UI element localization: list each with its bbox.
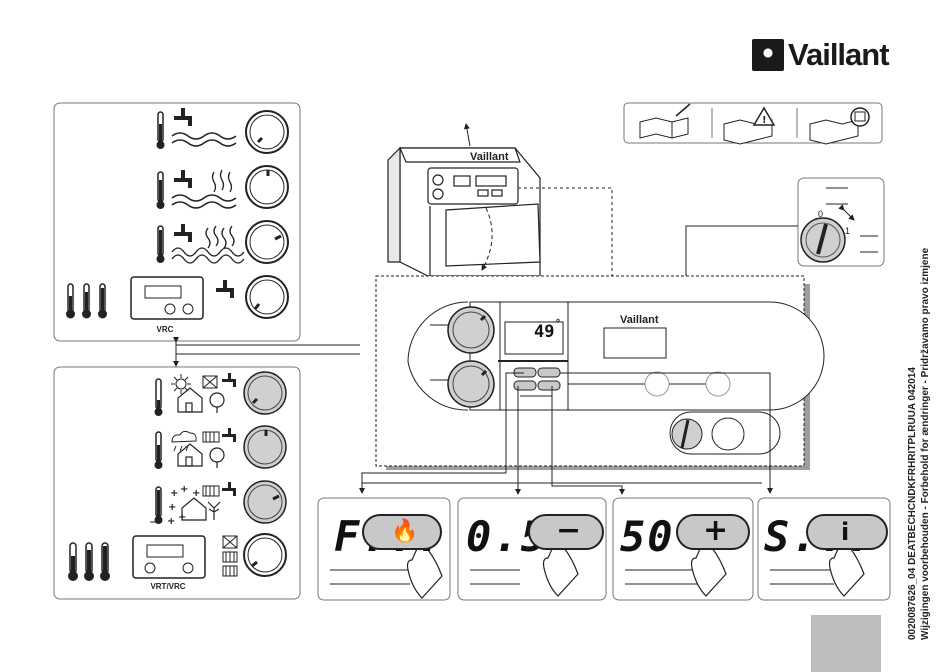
vrc-controller-icon [131,277,203,319]
step3-lcd: 50 [620,512,675,561]
heating-knob-4 [244,534,286,576]
svg-text:+: + [170,488,178,499]
manual-icons-strip: ! [624,103,882,144]
dhw-knob-3 [246,221,288,263]
top-panel-caption: VRC [150,325,180,334]
control-panel-brand: Vaillant [620,314,659,326]
step3-plus-button[interactable]: + [676,514,750,550]
step1-button[interactable]: 🔥 [362,514,442,550]
svg-text:+: + [167,516,175,527]
switch-on-label: 1 [845,226,850,236]
minus-icon: − [556,516,581,546]
button-minus [514,381,536,390]
main-switch-panel [798,178,884,266]
info-icon: i [841,517,849,547]
svg-text:+: + [192,488,200,499]
vrc-controller-icon [133,536,205,578]
bottom-panel-caption: VRT/VRC [136,582,200,591]
flame-icon: 🔥 [391,517,418,547]
svg-text:!: ! [762,115,767,126]
svg-text:+: + [180,484,188,495]
button-plus [538,381,560,390]
switch-off-label: 0 [818,209,823,219]
plus-icon: + [703,516,728,546]
lcd-temperature: 49 [534,322,554,342]
svg-text:+: + [168,502,176,513]
dhw-knob-4 [246,276,288,318]
controller-screen [604,328,666,358]
step2-minus-button[interactable]: − [528,514,604,550]
step4-info-button[interactable]: i [806,514,888,550]
lcd-unit: ° [555,318,561,329]
dhw-knob-1 [246,111,288,153]
button-info [538,368,560,377]
boiler-illustration [388,148,540,276]
svg-text:Vaillant: Vaillant [470,151,509,163]
